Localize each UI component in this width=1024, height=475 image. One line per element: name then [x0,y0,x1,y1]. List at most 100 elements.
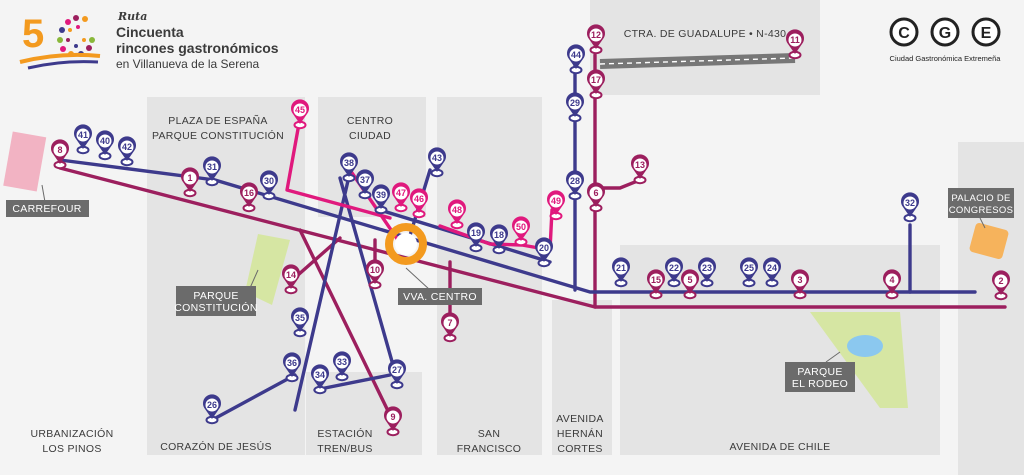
carrefour-area [3,131,47,192]
pin-number: 10 [370,265,380,275]
pin-number: 47 [396,188,406,198]
pin-number: 28 [570,176,580,186]
pin-6[interactable]: 6 [586,182,605,213]
logo-ruta: Ruta [117,10,147,23]
pin-17[interactable]: 17 [586,69,605,100]
pin-32[interactable]: 32 [901,192,919,223]
park-el-rodeo-area [810,312,908,408]
palacio-area [969,223,1009,259]
pin-number: 27 [392,365,402,375]
pin-40[interactable]: 40 [96,130,114,161]
pin-12[interactable]: 12 [586,24,605,55]
pin-number: 43 [432,153,442,163]
pin-number: 45 [295,105,305,115]
pin-47[interactable]: 47 [392,182,410,213]
pin-8[interactable]: 8 [51,139,70,170]
pin-number: 19 [471,228,481,238]
pin-29[interactable]: 29 [566,92,584,123]
pin-27[interactable]: 27 [387,359,406,390]
pin-number: 16 [244,188,254,198]
pin-42[interactable]: 42 [118,136,136,167]
pin-22[interactable]: 22 [665,257,683,288]
cge-caption: Ciudad Gastronómica Extremeña [890,54,1002,63]
pin-7[interactable]: 7 [441,312,460,343]
pin-number: 9 [390,412,395,422]
pin-43[interactable]: 43 [428,147,446,178]
pin-number: 41 [78,130,88,140]
pin-26[interactable]: 26 [203,394,222,425]
label-ctra: CTRA. DE GUADALUPE • N-430 [624,28,787,40]
pin-number: 23 [702,263,712,273]
pin-number: 36 [287,358,297,368]
pin-2[interactable]: 2 [991,270,1010,301]
pin-21[interactable]: 21 [611,257,630,288]
pin-30[interactable]: 30 [260,170,278,201]
pin-28[interactable]: 28 [566,170,584,201]
pin-16[interactable]: 16 [240,182,258,213]
logo-title-3: en Villanueva de la Serena [116,57,260,71]
pin-49[interactable]: 49 [547,190,565,221]
label-san: SAN [478,428,501,440]
pin-number: 30 [264,176,274,186]
pin-number: 49 [551,196,561,206]
svg-text:CARREFOUR: CARREFOUR [12,203,81,215]
cge-letter-c: C [898,25,910,42]
logo-title-1: Cincuenta [116,24,184,40]
logo-number: 5 [22,12,44,56]
pin-18[interactable]: 18 [490,224,508,255]
pin-5[interactable]: 5 [681,269,700,300]
roundabout-centro [385,223,427,265]
label-hernan: HERNÁN [557,427,603,440]
label-avenida-h: AVENIDA [556,413,603,425]
pin-number: 1 [187,173,192,183]
pin-3[interactable]: 3 [791,269,809,300]
pin-25[interactable]: 25 [739,257,759,288]
pin-24[interactable]: 24 [762,257,781,288]
label-los-pinos: LOS PINOS [42,443,101,455]
pin-14[interactable]: 14 [281,264,300,295]
block-san-francisco [437,97,542,455]
pin-10[interactable]: 10 [366,259,384,290]
pin-48[interactable]: 48 [448,199,466,230]
pin-number: 7 [447,318,452,328]
pin-11[interactable]: 11 [786,29,804,60]
block-hernan [552,300,612,455]
pin-23[interactable]: 23 [698,257,716,288]
pin-number: 2 [998,276,1003,286]
pin-number: 50 [516,222,526,232]
pin-50[interactable]: 50 [512,216,530,247]
logo-dots-icon [19,15,101,70]
pin-number: 21 [616,263,626,273]
pin-number: 8 [57,145,62,155]
pin-19[interactable]: 19 [467,222,485,253]
pin-31[interactable]: 31 [203,156,222,187]
pin-38[interactable]: 38 [339,152,358,183]
pin-1[interactable]: 1 [181,167,199,198]
pin-35[interactable]: 35 [291,307,309,338]
pin-36[interactable]: 36 [282,352,301,383]
pin-44[interactable]: 44 [567,44,585,75]
pin-46[interactable]: 46 [410,188,428,219]
pin-33[interactable]: 33 [332,351,352,382]
pin-20[interactable]: 20 [535,237,553,268]
park-constitucion-area [245,234,290,305]
pin-13[interactable]: 13 [631,154,649,185]
pin-34[interactable]: 34 [311,364,329,395]
pin-number: 17 [591,75,601,85]
pin-number: 33 [337,357,347,367]
cge-letter-g: G [939,25,951,42]
pin-39[interactable]: 39 [372,184,390,215]
pin-37[interactable]: 37 [356,169,374,200]
pin-9[interactable]: 9 [384,406,402,437]
pin-41[interactable]: 41 [74,124,93,155]
svg-text:VVA. CENTRO: VVA. CENTRO [403,291,477,303]
pin-number: 26 [207,400,217,410]
pin-15[interactable]: 15 [647,269,665,300]
pin-number: 22 [669,263,679,273]
pin-45[interactable]: 45 [291,99,309,130]
pin-4[interactable]: 4 [883,269,901,300]
label-cortes: CORTES [557,443,602,455]
pin-number: 24 [767,263,777,273]
